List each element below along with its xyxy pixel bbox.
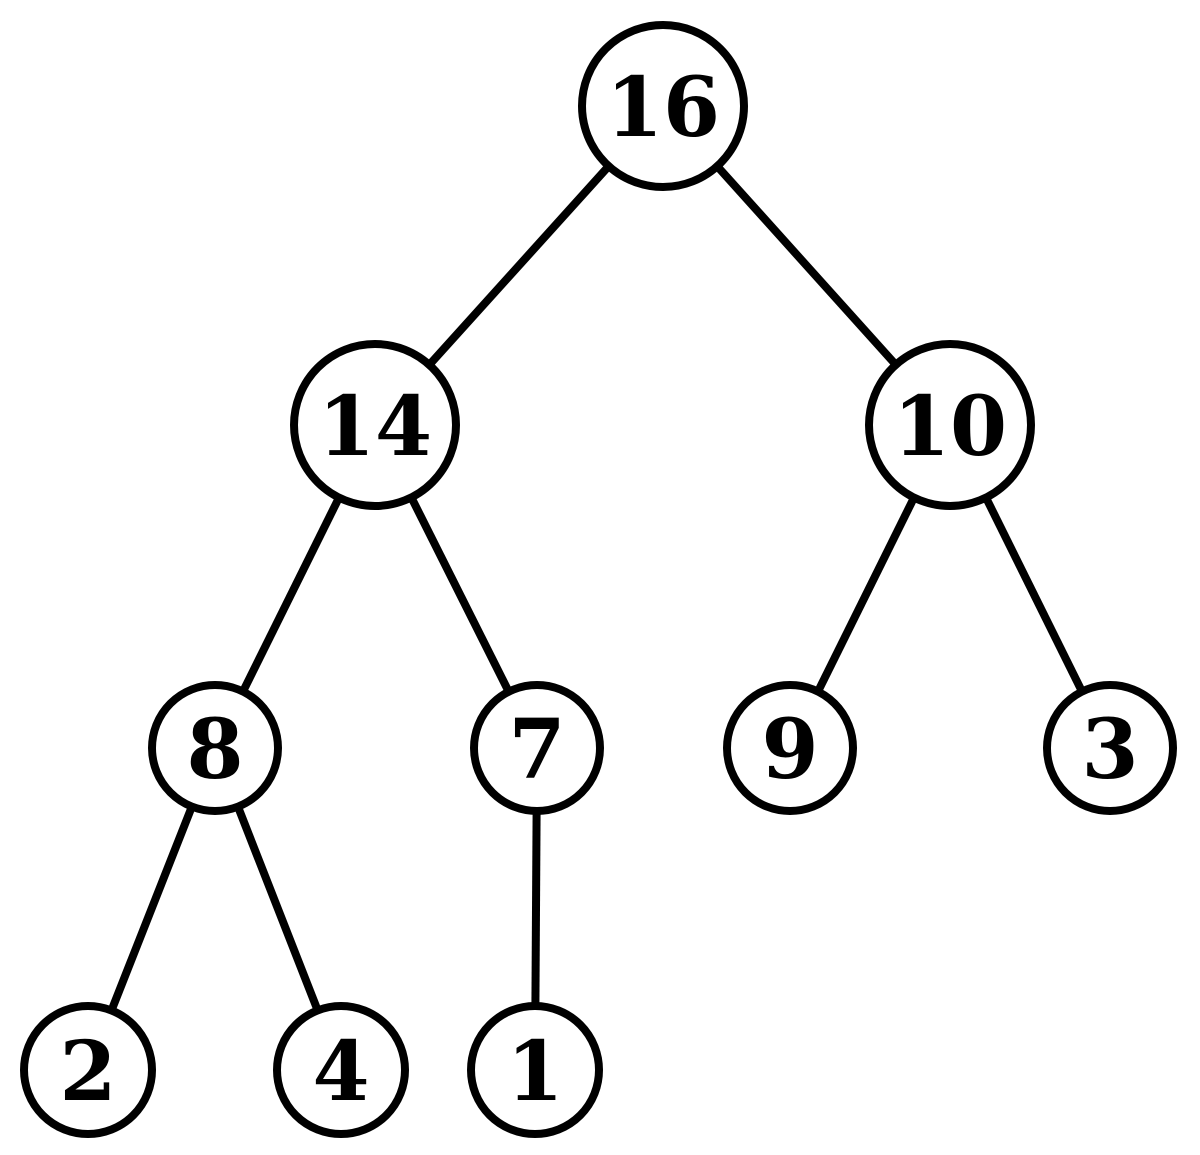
tree-node-label-14: 14 xyxy=(318,379,432,475)
tree-edges-layer xyxy=(84,103,1114,1072)
tree-node-2: 2 xyxy=(20,1002,156,1138)
tree-node-circle-10 xyxy=(865,340,1035,510)
tree-node-circle-3 xyxy=(1043,681,1177,815)
tree-node-circle-2 xyxy=(20,1002,156,1138)
tree-node-9: 9 xyxy=(723,681,857,815)
tree-node-label-3: 3 xyxy=(1081,702,1138,798)
tree-node-circle-4 xyxy=(273,1002,409,1138)
tree-node-14: 14 xyxy=(290,340,460,510)
tree-node-circle-8 xyxy=(148,681,282,815)
tree-node-label-4: 4 xyxy=(312,1024,369,1120)
tree-node-label-7: 7 xyxy=(508,702,565,798)
tree-node-circle-7 xyxy=(470,681,604,815)
tree-node-label-16: 16 xyxy=(606,60,720,156)
tree-node-circle-14 xyxy=(290,340,460,510)
tree-node-7: 7 xyxy=(470,681,604,815)
tree-nodes-layer: 16 14 10 8 7 9 3 2 4 1 xyxy=(20,21,1177,1138)
tree-node-8: 8 xyxy=(148,681,282,815)
tree-node-circle-1 xyxy=(467,1002,603,1138)
tree-node-circle-16 xyxy=(578,21,748,191)
tree-node-4: 4 xyxy=(273,1002,409,1138)
tree-node-3: 3 xyxy=(1043,681,1177,815)
tree-node-label-9: 9 xyxy=(761,702,818,798)
tree-node-label-1: 1 xyxy=(506,1024,563,1120)
tree-node-16: 16 xyxy=(578,21,748,191)
tree-node-10: 10 xyxy=(865,340,1035,510)
tree-node-circle-9 xyxy=(723,681,857,815)
tree-node-label-2: 2 xyxy=(59,1024,116,1120)
tree-node-1: 1 xyxy=(467,1002,603,1138)
tree-node-label-8: 8 xyxy=(186,702,243,798)
tree-node-label-10: 10 xyxy=(893,379,1007,475)
